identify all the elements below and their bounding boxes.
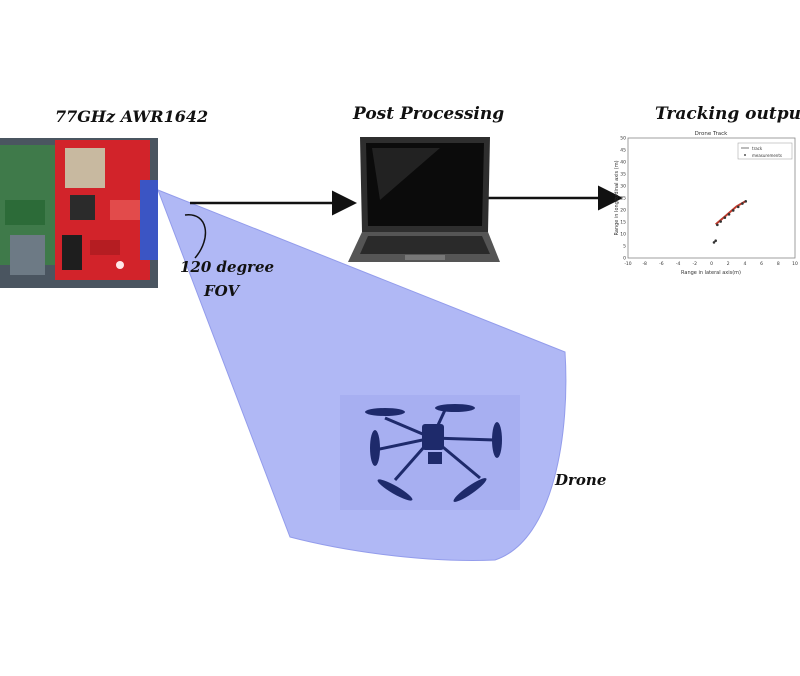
x-tick-label: 2 <box>727 261 730 267</box>
y-tick-label: 5 <box>623 244 626 250</box>
x-tick-label: -2 <box>693 261 698 267</box>
radar-label: 77GHz AWR1642 <box>55 107 209 126</box>
measurement-point <box>712 241 716 244</box>
x-tick-label: 6 <box>760 261 763 267</box>
x-tick-label: 8 <box>777 261 780 267</box>
measurement-point <box>736 205 740 209</box>
fov-angle-label: 120 degree <box>180 258 275 276</box>
x-tick-label: 0 <box>710 261 713 267</box>
y-tick-label: 40 <box>620 160 626 166</box>
legend-measurements: measurements <box>752 153 782 158</box>
fov-label: FOV <box>204 282 240 300</box>
x-tick-label: -6 <box>659 261 664 267</box>
chart-legend: track measurements <box>737 142 793 160</box>
measurement-point <box>731 209 735 212</box>
drone-image <box>340 395 520 510</box>
track-series-line <box>715 200 746 226</box>
y-tick-label: 25 <box>620 196 626 202</box>
y-tick-label: 20 <box>620 208 626 214</box>
radar-board-image <box>0 138 158 288</box>
y-tick-label: 35 <box>620 172 626 178</box>
y-tick-label: 15 <box>620 220 626 226</box>
x-tick-label: 4 <box>743 261 746 267</box>
chart-ylabel: Range in longitudinal axis (m) <box>614 160 620 235</box>
legend-track: track <box>752 146 763 151</box>
y-tick-label: 50 <box>620 136 626 142</box>
measurement-point <box>741 202 744 205</box>
measurement-point <box>719 220 722 223</box>
x-tick-label: -10 <box>624 261 631 267</box>
chart-title: Drone Track <box>695 131 729 137</box>
fov-angle-arc <box>184 214 207 259</box>
measurement-point <box>723 216 727 219</box>
y-tick-label: 10 <box>620 232 626 238</box>
y-tick-label: 0 <box>623 256 626 262</box>
tracking-output-label: Tracking output <box>655 104 800 124</box>
laptop-image <box>348 137 500 262</box>
post-processing-label: Post Processing <box>353 104 505 124</box>
x-tick-label: 10 <box>792 261 798 267</box>
y-tick-label: 30 <box>620 184 626 190</box>
chart-xlabel: Range in lateral axis(m) <box>681 270 741 276</box>
measurement-point <box>727 213 731 216</box>
measurement-point <box>716 223 719 227</box>
x-tick-label: -8 <box>642 261 647 267</box>
y-tick-label: 45 <box>620 148 626 154</box>
measurement-point <box>714 239 717 243</box>
drone-label: Drone <box>555 471 607 489</box>
drone-track-chart: -10 -8 -6 -4 -2 0 2 4 6 8 10 0 5 10 15 20 25 30 35 40 45 50 D… <box>614 131 798 276</box>
x-tick-label: -4 <box>676 261 681 267</box>
measurement-point <box>744 200 748 203</box>
